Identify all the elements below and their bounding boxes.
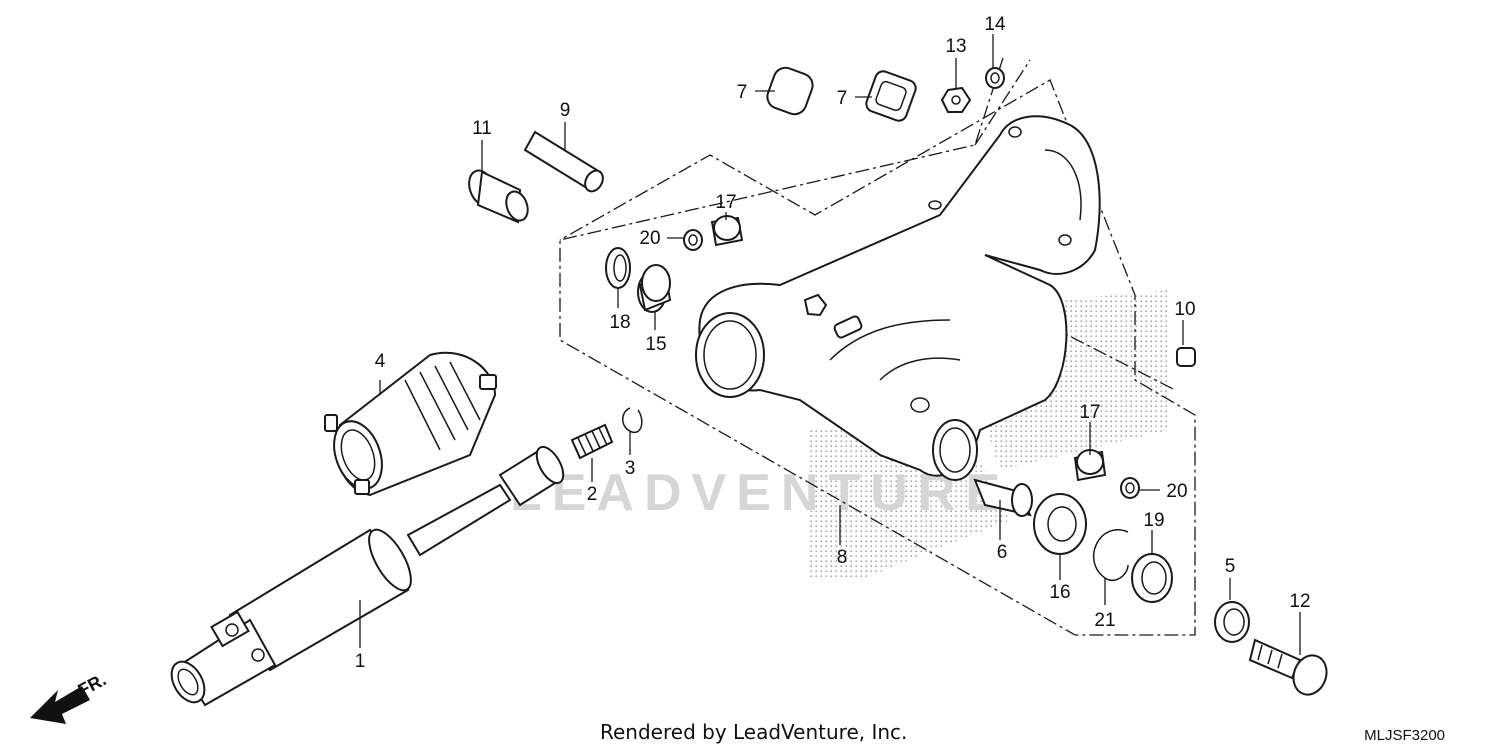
callout-5: 5 [1225, 556, 1236, 577]
callout-19: 19 [1143, 510, 1164, 531]
callout-2: 2 [587, 484, 598, 505]
callout-7-right: 7 [837, 88, 848, 109]
callout-16: 16 [1049, 582, 1070, 603]
nut [940, 86, 972, 113]
callout-15: 15 [645, 334, 666, 355]
callout-14: 14 [984, 14, 1006, 35]
plug [1176, 347, 1196, 367]
leader-lines [359, 34, 1301, 655]
washer [1214, 601, 1250, 643]
callout-21: 21 [1094, 610, 1115, 631]
callout-17-top: 17 [715, 192, 736, 213]
credit-text: Rendered by LeadVenture, Inc. [600, 720, 908, 744]
arrow-icon [30, 686, 90, 724]
pin [523, 130, 604, 193]
callout-8: 8 [837, 547, 848, 568]
grommet [468, 169, 529, 224]
callout-7-left: 7 [737, 82, 748, 103]
cap-right [865, 70, 917, 122]
needle-bearing-17-top [710, 215, 744, 247]
pivot-collar [973, 478, 1033, 517]
callout-20-bottom: 20 [1166, 481, 1187, 502]
callouts: 1 2 3 4 5 6 7 7 8 9 10 11 12 13 14 15 16… [355, 14, 1311, 672]
front-direction-arrow: FR. [30, 669, 109, 724]
callout-12: 12 [1289, 591, 1310, 612]
callout-10: 10 [1174, 299, 1195, 320]
snap-ring [1093, 529, 1129, 582]
o-ring-20-bottom [1120, 477, 1140, 499]
dust-seal-19 [1131, 553, 1173, 603]
callout-17-bottom: 17 [1079, 402, 1100, 423]
drive-shaft [170, 445, 565, 707]
ball-bearing [1033, 493, 1087, 555]
cap-left [766, 66, 814, 116]
flange-bolt [1248, 638, 1328, 696]
callout-4: 4 [375, 351, 386, 372]
rubber-boot [324, 351, 497, 497]
small-washer [985, 67, 1005, 89]
callout-6: 6 [997, 542, 1008, 563]
spring [570, 423, 614, 460]
callout-18: 18 [609, 312, 630, 333]
callout-3: 3 [625, 458, 636, 479]
circlip [622, 407, 643, 434]
callout-20-top: 20 [639, 228, 660, 249]
callout-9: 9 [560, 100, 571, 121]
o-ring-20-top [683, 229, 703, 251]
callout-13: 13 [945, 36, 966, 57]
oil-seal-18 [605, 247, 631, 289]
callout-1: 1 [355, 651, 366, 672]
callout-11: 11 [472, 118, 492, 139]
swingarm [695, 115, 1101, 481]
diagram-code: MLJSF3200 [1364, 727, 1445, 744]
needle-bearing-15 [637, 264, 672, 313]
